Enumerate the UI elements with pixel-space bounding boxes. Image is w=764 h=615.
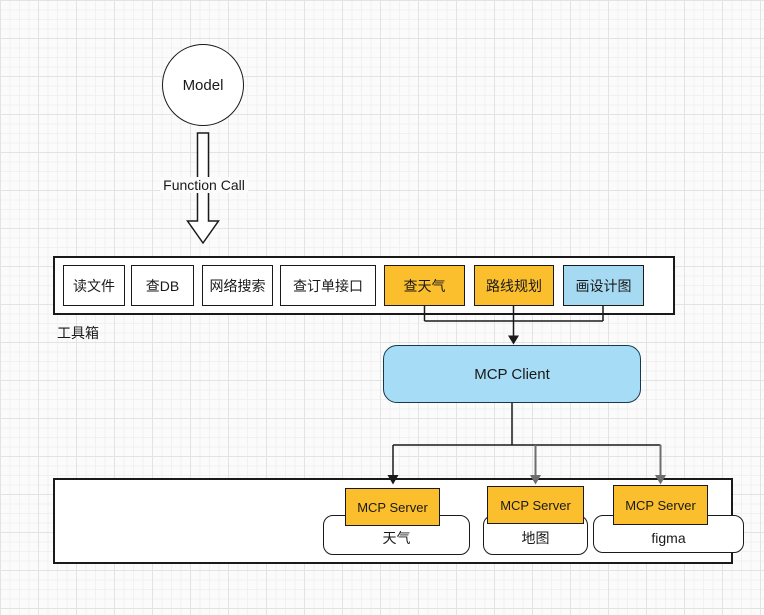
tool-check-weather: 查天气 (384, 265, 465, 306)
mcp-server-figma: MCP Server (613, 485, 708, 525)
tool-check-weather-label: 查天气 (403, 277, 446, 294)
tool-draw-design-label: 画设计图 (575, 277, 632, 294)
model-node: Model (162, 44, 244, 126)
tool-query-db-label: 查DB (145, 277, 180, 294)
tool-route-planning: 路线规划 (474, 265, 554, 306)
tool-web-search: 网络搜索 (202, 265, 273, 306)
mcp-server-map: MCP Server (487, 486, 584, 524)
tool-query-db: 查DB (131, 265, 194, 306)
tool-web-search-label: 网络搜索 (209, 277, 266, 294)
function-call-label: Function Call (160, 177, 248, 193)
tool-draw-design: 画设计图 (563, 265, 644, 306)
tool-read-file-label: 读文件 (73, 277, 115, 294)
mcp-server-weather-label: MCP Server (357, 499, 428, 515)
model-label: Model (182, 76, 224, 94)
tool-query-order-api: 查订单接口 (280, 265, 376, 306)
service-weather-label: 天气 (382, 530, 411, 546)
mcp-server-weather: MCP Server (345, 488, 440, 526)
toolbox-caption: 工具箱 (57, 325, 99, 341)
mcp-client-label: MCP Client (474, 365, 550, 383)
tool-query-order-api-label: 查订单接口 (293, 277, 363, 294)
connector-client-to-servers (387, 403, 666, 485)
mcp-client-node: MCP Client (383, 345, 641, 403)
service-figma-label: figma (651, 530, 686, 546)
mcp-server-figma-label: MCP Server (625, 497, 696, 513)
service-map-label: 地图 (521, 530, 550, 546)
tool-route-planning-label: 路线规划 (486, 277, 542, 294)
tool-read-file: 读文件 (63, 265, 125, 306)
mcp-server-map-label: MCP Server (500, 497, 571, 513)
